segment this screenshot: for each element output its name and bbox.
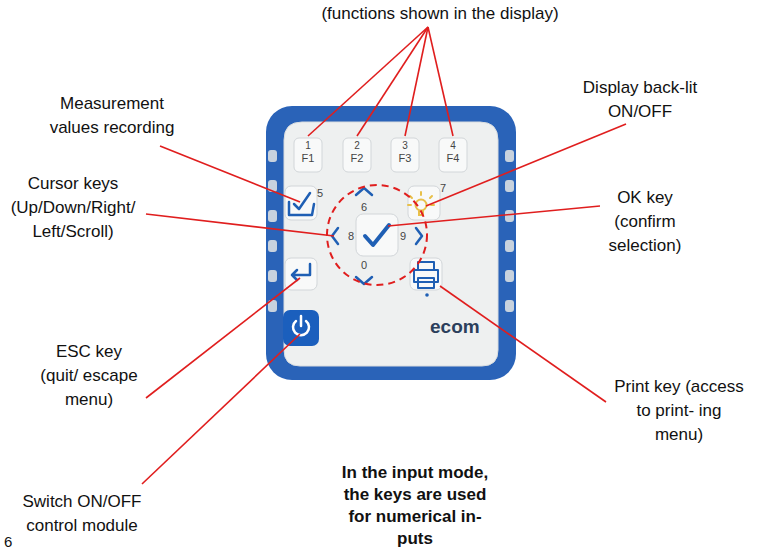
- leader-line: [160, 146, 300, 202]
- power-key: [283, 310, 319, 346]
- keypad-face: [284, 122, 498, 366]
- leader-line: [308, 27, 428, 136]
- leader-lines: [142, 27, 626, 484]
- key-number: F3: [399, 152, 412, 165]
- key-number: 9: [400, 230, 406, 243]
- leader-line: [146, 214, 334, 236]
- grip: [505, 210, 514, 222]
- function-key: 3F3: [391, 138, 419, 172]
- brand-logo: ecom: [430, 316, 480, 338]
- key-pads: [285, 186, 442, 290]
- label-text: 6: [4, 533, 12, 550]
- key-number: 4: [450, 139, 456, 152]
- key-shape: [356, 214, 398, 256]
- label-text: Print key (access to print- ing menu): [614, 377, 743, 444]
- label-text: Measurement values recording: [50, 94, 175, 137]
- label-text: (functions shown in the display): [321, 4, 558, 23]
- key-shape: [410, 258, 442, 290]
- key-number: F1: [302, 152, 315, 165]
- leader-line: [146, 278, 300, 398]
- light-key: 7: [408, 181, 448, 217]
- device-housing: [266, 106, 516, 380]
- key-number: 2: [354, 139, 360, 152]
- callout-label: Display back-lit ON/OFF: [582, 76, 698, 124]
- key-number: F4: [447, 152, 460, 165]
- leader-line: [357, 27, 428, 136]
- function-keys-label: (functions shown in the display): [290, 2, 590, 26]
- grip: [505, 240, 514, 252]
- leader-line: [388, 206, 600, 226]
- label-text: ESC key (quit/ escape menu): [40, 342, 137, 409]
- key-number: 1: [305, 139, 311, 152]
- leader-line: [440, 286, 606, 402]
- callout-label: ESC key (quit/ escape menu): [35, 340, 143, 412]
- callout-label: Measurement values recording: [37, 92, 187, 140]
- grip: [268, 240, 277, 252]
- grip: [268, 150, 277, 162]
- callout-label: Switch ON/OFF control module: [7, 490, 157, 538]
- label-text: Cursor keys (Up/Down/Right/ Left/Scroll): [11, 174, 136, 241]
- function-key: 4F4: [439, 138, 467, 172]
- label-text: OK key (confirm selection): [609, 188, 682, 255]
- key-shape: [285, 186, 317, 220]
- ok-check: [365, 225, 389, 245]
- grip: [505, 150, 514, 162]
- power-icon: [300, 316, 303, 326]
- key-number: F2: [351, 152, 364, 165]
- key-number: 6: [361, 201, 367, 214]
- key-number: 8: [348, 230, 354, 243]
- input-mode-note: In the input mode, the keys are used for…: [330, 462, 500, 550]
- function-key: 1F1: [294, 138, 322, 172]
- leader-line: [142, 334, 300, 484]
- function-key: 2F2: [343, 138, 371, 172]
- keypad-panel: ecom 1F1 2F2 3F3 4F4 5 6 7 8 9 0: [284, 122, 498, 366]
- down-key: 0: [347, 258, 381, 290]
- callout-label: Print key (access to print- ing menu): [612, 375, 746, 447]
- right-chevron: [416, 228, 422, 244]
- key-number: 5: [317, 187, 323, 200]
- key-shape: [391, 138, 419, 172]
- leader-line: [428, 27, 453, 136]
- bulb-rays: [408, 192, 434, 205]
- right-key: 9: [398, 220, 426, 252]
- print-dot: [425, 293, 429, 297]
- up-key: 6: [347, 183, 381, 215]
- key-shape: [439, 138, 467, 172]
- leader-line: [426, 124, 626, 206]
- callout-label: OK key (confirm selection): [595, 186, 695, 258]
- record-key: 5: [285, 186, 325, 222]
- key-number: 3: [402, 139, 408, 152]
- label-text: Switch ON/OFF control module: [22, 492, 141, 535]
- cursor-ring: [327, 185, 427, 285]
- label-text: Display back-lit ON/OFF: [583, 78, 697, 121]
- function-keys: [294, 138, 467, 172]
- label-text: In the input mode, the keys are used for…: [342, 463, 488, 548]
- printer-icon: [414, 262, 438, 288]
- key-shape: [294, 138, 322, 172]
- esc-arrow: [292, 264, 310, 280]
- key-number: 0: [361, 259, 367, 272]
- grip: [505, 300, 514, 312]
- grip: [268, 270, 277, 282]
- grip: [268, 210, 277, 222]
- page-number: 6: [4, 530, 24, 554]
- key-number: 7: [440, 182, 446, 195]
- leader-line: [405, 27, 428, 136]
- grip: [505, 180, 514, 192]
- key-shape: [343, 138, 371, 172]
- left-key: 8: [328, 220, 356, 252]
- grip: [505, 270, 514, 282]
- callout-label: Cursor keys (Up/Down/Right/ Left/Scroll): [4, 172, 142, 244]
